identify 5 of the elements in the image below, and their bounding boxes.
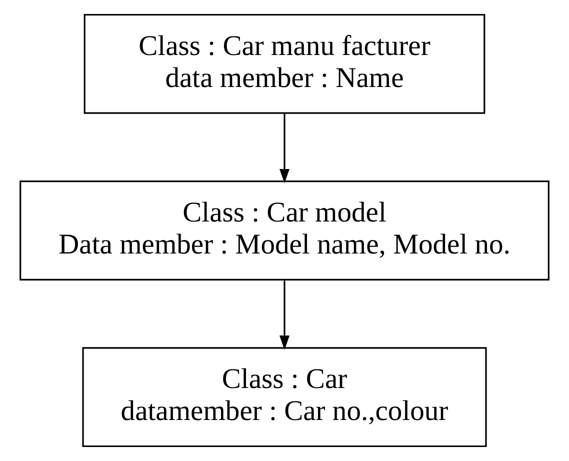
arrow <box>280 113 290 184</box>
node-box: Class : Car manu facturer data member : Name <box>84 14 486 114</box>
node-box: Class : Car model Data member : Model name, Model no. <box>20 180 550 280</box>
node-box: Class : Car datamember : Car no.,colour <box>82 347 487 448</box>
arrow <box>280 280 290 350</box>
